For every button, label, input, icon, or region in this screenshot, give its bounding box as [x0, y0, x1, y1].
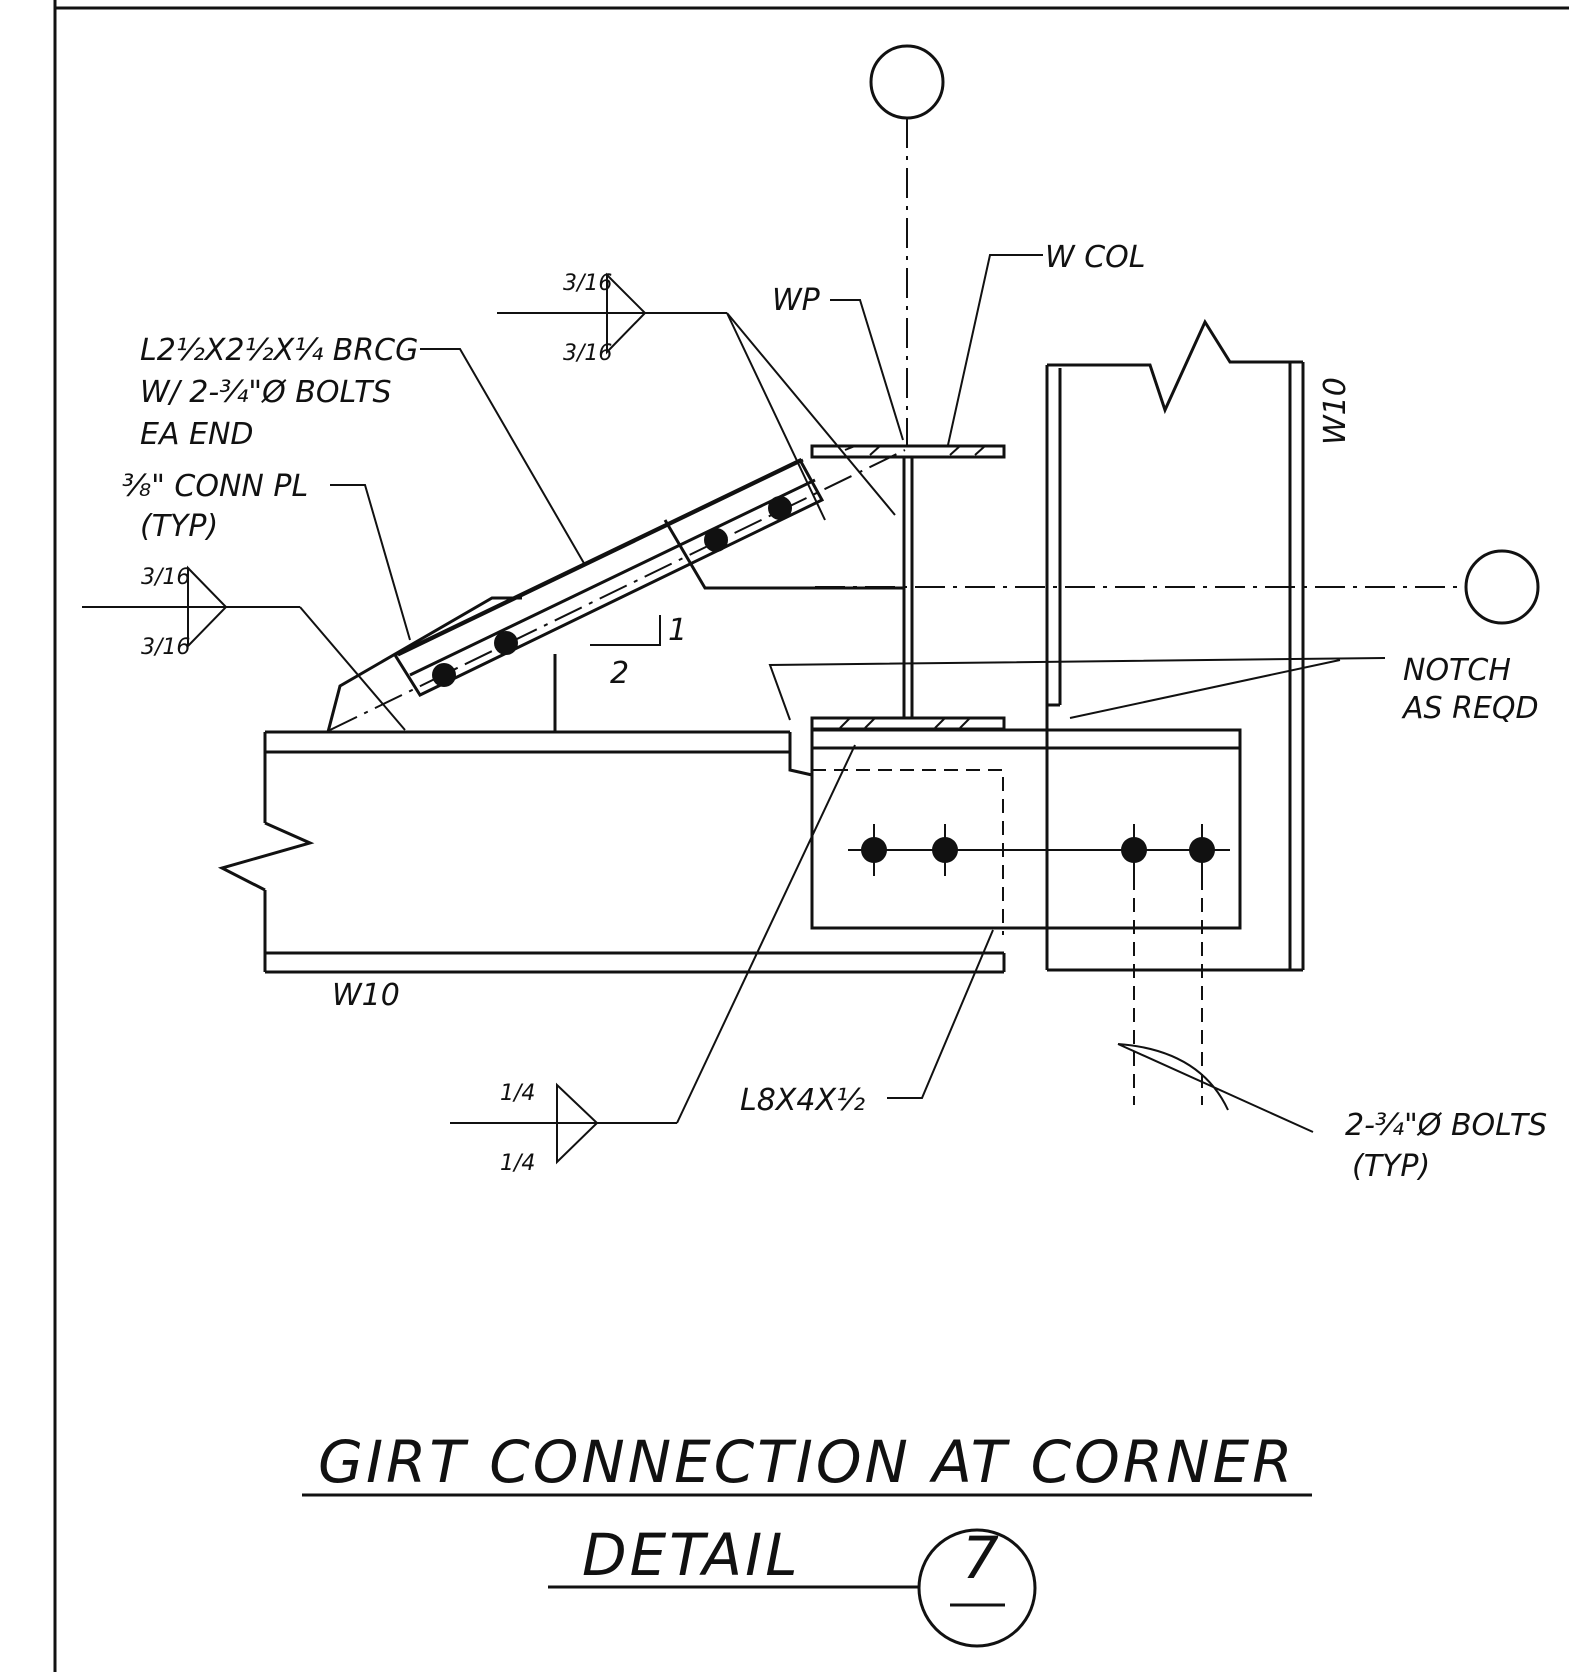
slope-indicator: 1 2 — [590, 613, 687, 691]
conn-pl-label-line1: ⅜" CONN PL — [122, 469, 308, 504]
weld-symbol-top: 3/16 3/16 — [497, 271, 727, 366]
bolts-label-line2: (TYP) — [1352, 1149, 1430, 1184]
angle-label: L8X4X½ — [740, 1083, 865, 1118]
weld-top-size-2: 3/16 — [563, 341, 612, 366]
detail-number: 7 — [962, 1524, 1002, 1592]
weld-symbol-left: 3/16 3/16 — [82, 565, 300, 660]
weld-top-size-1: 3/16 — [563, 271, 612, 296]
brace-bolts — [432, 496, 792, 687]
leader-lines — [299, 254, 1386, 1133]
notch-label-line1: NOTCH — [1403, 653, 1511, 688]
conn-pl-label-line2: (TYP) — [140, 509, 218, 544]
wp-label: WP — [772, 283, 821, 318]
weld-symbol-bottom: 1/4 1/4 — [450, 1081, 677, 1176]
w-col-label: W COL — [1045, 240, 1145, 275]
weld-bottom-size-2: 1/4 — [500, 1151, 535, 1176]
w10-bottom-member — [217, 730, 1006, 974]
weld-left-size-1: 3/16 — [141, 565, 190, 590]
brace-label-line2: W/ 2-¾"Ø BOLTS — [140, 375, 391, 410]
brace-angle — [326, 449, 906, 733]
slope-rise-label: 1 — [668, 613, 687, 648]
title-detail: DETAIL — [582, 1521, 801, 1589]
detail-title: GIRT CONNECTION AT CORNER DETAIL 7 — [302, 1428, 1312, 1648]
weld-bottom-size-1: 1/4 — [500, 1081, 535, 1106]
angle-bolts — [848, 824, 1230, 1105]
w10-right-member — [1045, 318, 1305, 972]
brace-label-line3: EA END — [140, 417, 254, 452]
grid-line-horizontal — [815, 549, 1540, 625]
title-main: GIRT CONNECTION AT CORNER — [318, 1428, 1295, 1496]
weld-left-size-2: 3/16 — [141, 635, 190, 660]
w10-right-label: W10 — [1318, 377, 1353, 445]
brace-label-line1: L2½X2½X¼ BRCG — [140, 333, 418, 368]
sheet-border — [53, 0, 1569, 1672]
w10-bottom-label: W10 — [332, 978, 400, 1013]
bolts-label-line1: 2-¾"Ø BOLTS — [1345, 1108, 1547, 1143]
slope-run-label: 2 — [610, 656, 629, 691]
grid-line-vertical — [869, 44, 945, 445]
notch-label-line2: AS REQD — [1401, 691, 1539, 726]
